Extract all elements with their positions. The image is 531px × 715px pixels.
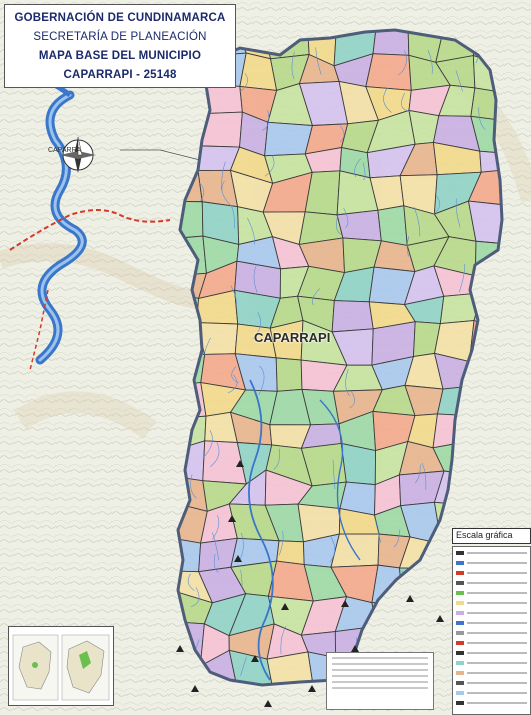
triangle-peak-icon: [308, 685, 316, 692]
municipality-label: CAPARRAPI: [254, 330, 331, 345]
credits-box: [326, 652, 434, 710]
triangle-peak-icon: [264, 700, 272, 707]
triangle-peak-icon: [236, 460, 244, 467]
map-title-box: GOBERNACIÓN DE CUNDINAMARCA SECRETARÍA D…: [4, 4, 236, 88]
vereda-polygon: [467, 200, 502, 246]
locator-inset: [8, 626, 114, 706]
legend-item: [456, 658, 527, 667]
legend-item: [456, 628, 527, 637]
triangle-peak-icon: [191, 685, 199, 692]
compass-place-label: CAPARRA: [48, 147, 82, 154]
vereda-polygon: [275, 357, 303, 392]
vereda-polygon: [330, 533, 380, 568]
vereda-polygon: [264, 121, 314, 157]
map-legend: [452, 546, 531, 715]
legend-item: [456, 548, 527, 557]
legend-item: [456, 578, 527, 587]
legend-item: [456, 598, 527, 607]
triangle-peak-icon: [234, 555, 242, 562]
legend-item: [456, 618, 527, 627]
vereda-polygon: [336, 209, 382, 242]
compass-rose-icon: [60, 136, 96, 173]
title-line-3: MAPA BASE DEL MUNICIPIO: [38, 49, 202, 62]
legend-item: [456, 638, 527, 647]
legend-item: [456, 688, 527, 697]
legend-item: [456, 698, 527, 707]
legend-item: [456, 678, 527, 687]
legend-item: [456, 568, 527, 577]
vereda-polygon: [340, 442, 377, 486]
title-line-2: SECRETARÍA DE PLANEACIÓN: [33, 30, 207, 43]
legend-item: [456, 608, 527, 617]
triangle-peak-icon: [436, 615, 444, 622]
vereda-polygon: [276, 540, 305, 566]
vereda-polygon: [377, 205, 408, 247]
legend-item: [456, 648, 527, 657]
triangle-peak-icon: [176, 645, 184, 652]
title-line-4: CAPARRAPI - 25148: [63, 68, 177, 81]
triangle-peak-icon: [251, 655, 259, 662]
triangle-peak-icon: [281, 603, 289, 610]
legend-item: [456, 558, 527, 567]
triangle-peak-icon: [351, 645, 359, 652]
vereda-polygon: [365, 53, 412, 91]
triangle-peak-icon: [341, 600, 349, 607]
vereda-polygon: [331, 300, 374, 333]
title-line-1: GOBERNACIÓN DE CUNDINAMARCA: [14, 11, 226, 24]
triangle-peak-icon: [406, 595, 414, 602]
scale-bar: Escala gráfica: [452, 528, 531, 544]
vereda-polygon: [467, 169, 502, 206]
legend-item: [456, 668, 527, 677]
triangle-peak-icon: [228, 515, 236, 522]
legend-item: [456, 588, 527, 597]
